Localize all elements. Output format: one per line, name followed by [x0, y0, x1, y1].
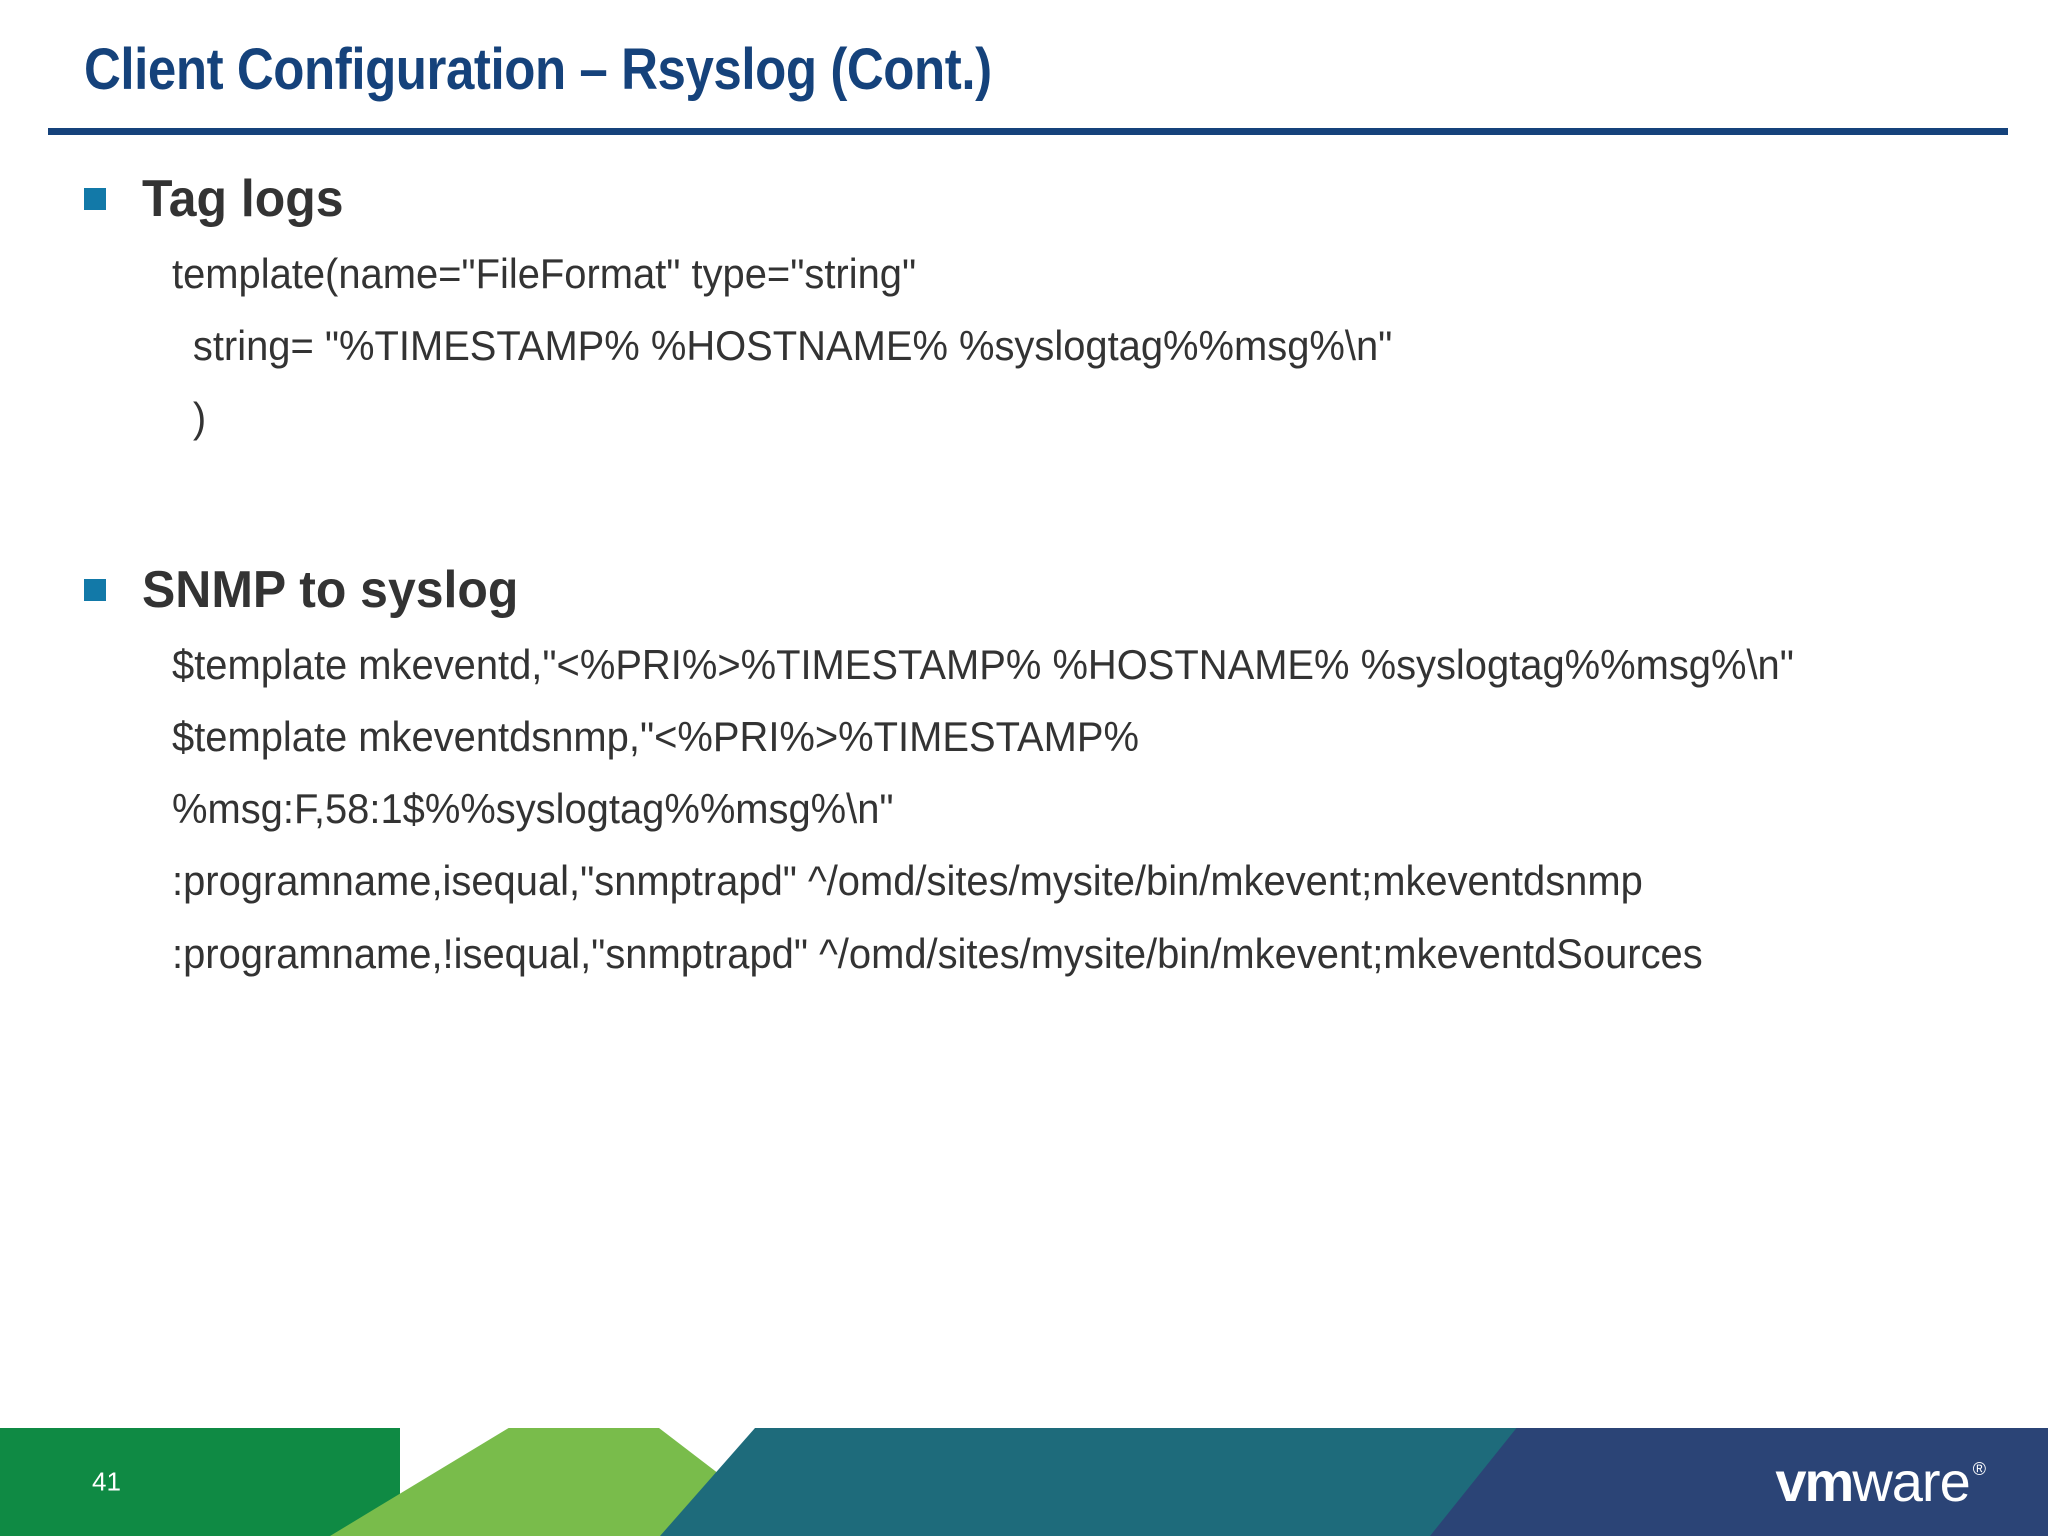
code-line: template(name="FileFormat" type="string" [172, 250, 917, 297]
vmware-logo-vm: vm [1775, 1450, 1854, 1513]
registered-trademark-icon: ® [1972, 1459, 1986, 1479]
title-divider [48, 128, 2008, 135]
vmware-logo-ware: ware [1852, 1450, 1970, 1513]
page-title: Client Configuration – Rsyslog (Cont.) [84, 37, 992, 102]
slide-footer: 41 vm ware ® [0, 1428, 2048, 1536]
code-line: :programname,!isequal,"snmptrapd" ^/omd/… [172, 929, 1703, 977]
section-snmp-to-syslog: SNMP to syslog $template mkeventd,"<%PRI… [0, 551, 2048, 990]
code-block: $template mkeventd,"<%PRI%>%TIMESTAMP% %… [0, 629, 2048, 990]
section-heading: SNMP to syslog [142, 560, 519, 619]
section-heading: Tag logs [142, 170, 344, 228]
page-number: 41 [92, 1466, 121, 1497]
code-line: $template mkeventd,"<%PRI%>%TIMESTAMP% %… [172, 640, 1794, 688]
code-line: string= "%TIMESTAMP% %HOSTNAME% %syslogt… [192, 322, 1393, 370]
slide-body: Tag logs template(name="FileFormat" type… [0, 160, 2048, 990]
code-block: template(name="FileFormat" type="string"… [0, 238, 2048, 455]
code-line: ) [192, 394, 207, 442]
square-bullet-icon [84, 578, 106, 601]
code-line: $template mkeventdsnmp,"<%PRI%>%TIMESTAM… [172, 712, 1151, 833]
bullet-heading-row: Tag logs [0, 160, 2048, 238]
vmware-logo: vm ware ® [1775, 1454, 1986, 1510]
slide-header: Client Configuration – Rsyslog (Cont.) [0, 0, 2048, 140]
footer-band-green [0, 1428, 400, 1536]
bullet-heading-row: SNMP to syslog [0, 551, 2048, 629]
footer-band-navy [1430, 1428, 2048, 1536]
square-bullet-icon [84, 188, 106, 210]
code-line: :programname,isequal,"snmptrapd" ^/omd/s… [172, 857, 1643, 905]
section-tag-logs: Tag logs template(name="FileFormat" type… [0, 160, 2048, 455]
